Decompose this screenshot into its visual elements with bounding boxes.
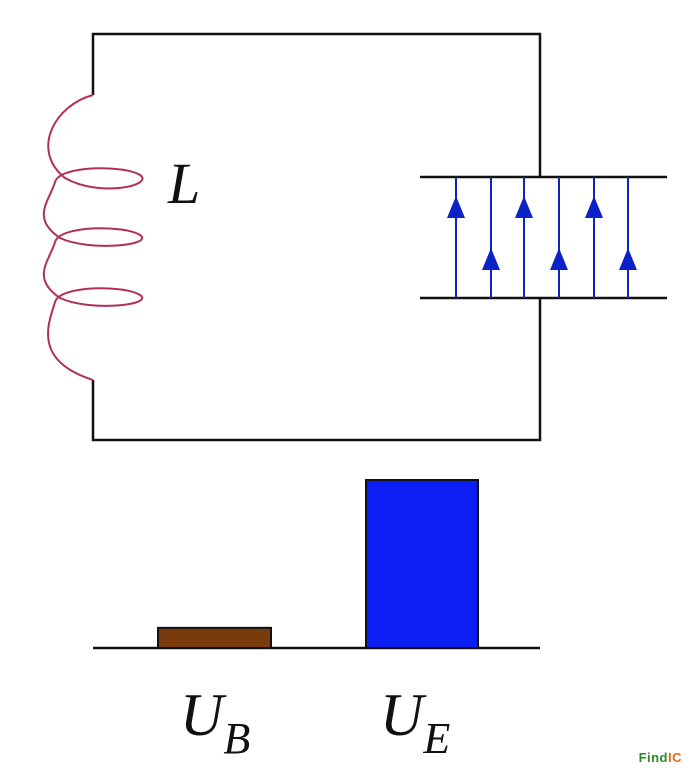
magnetic-energy-symbol: U	[180, 682, 227, 748]
field-arrow-icon	[447, 196, 465, 218]
inductor-coil-path	[42, 94, 144, 381]
magnetic-energy-subscript: B	[223, 714, 250, 763]
electric-energy-bar	[365, 479, 479, 649]
magnetic-energy-bar	[157, 626, 272, 650]
inductor-coil	[42, 94, 144, 381]
watermark-part2: IC	[668, 750, 682, 765]
field-arrow-icon	[619, 248, 637, 270]
watermark-part1: Find	[638, 750, 668, 765]
field-arrow-icon	[515, 196, 533, 218]
magnetic-energy-label: UB	[180, 682, 250, 763]
circuit-wire	[91, 32, 542, 177]
field-arrow-icon	[482, 248, 500, 270]
electric-energy-subscript: E	[422, 714, 450, 763]
field-arrow-icon	[550, 248, 568, 270]
watermark-logo: FindIC	[639, 750, 682, 765]
circuit-wire-bottom	[91, 298, 542, 442]
inductor-label: L	[167, 151, 200, 216]
field-arrow-icon	[585, 196, 603, 218]
electric-energy-label: UE	[380, 682, 450, 763]
electric-energy-symbol: U	[380, 682, 427, 748]
electric-field-lines	[447, 177, 637, 298]
